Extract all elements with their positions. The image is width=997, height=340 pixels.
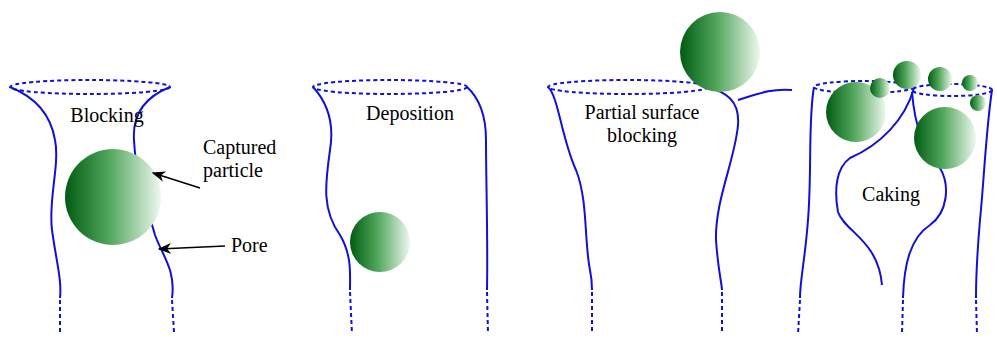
pore-wall xyxy=(467,87,487,290)
pore-wall xyxy=(313,87,350,290)
pore-wall xyxy=(708,87,738,290)
callout-label: Captured particle xyxy=(203,136,298,182)
leader-arrow xyxy=(159,246,225,249)
particle xyxy=(928,67,952,91)
particle xyxy=(962,75,978,91)
particle xyxy=(350,212,410,272)
particle xyxy=(65,149,161,245)
particle xyxy=(970,95,986,111)
particle xyxy=(893,61,921,89)
pore-mouth xyxy=(548,80,708,94)
pore-continuation xyxy=(798,300,977,334)
callout-label: Pore xyxy=(231,234,268,257)
pore-mouth xyxy=(10,80,170,94)
pore-continuation xyxy=(350,292,488,334)
pore-wall xyxy=(976,90,992,298)
particle xyxy=(914,107,976,169)
pore-continuation xyxy=(60,300,174,332)
filter-surface xyxy=(738,90,792,100)
mechanism-label: Blocking xyxy=(70,104,143,127)
particle xyxy=(870,78,890,98)
mechanism-label: Caking xyxy=(862,183,920,206)
pore-wall xyxy=(10,87,60,298)
leader-arrow xyxy=(153,173,200,188)
pore-mouth xyxy=(912,84,992,96)
mechanism-label: Partial surface blocking xyxy=(562,101,722,147)
pore-wall xyxy=(800,87,814,298)
particle xyxy=(680,12,760,92)
mechanism-label: Deposition xyxy=(366,102,454,125)
pore-continuation xyxy=(592,292,722,332)
pore-mouth xyxy=(313,80,467,94)
